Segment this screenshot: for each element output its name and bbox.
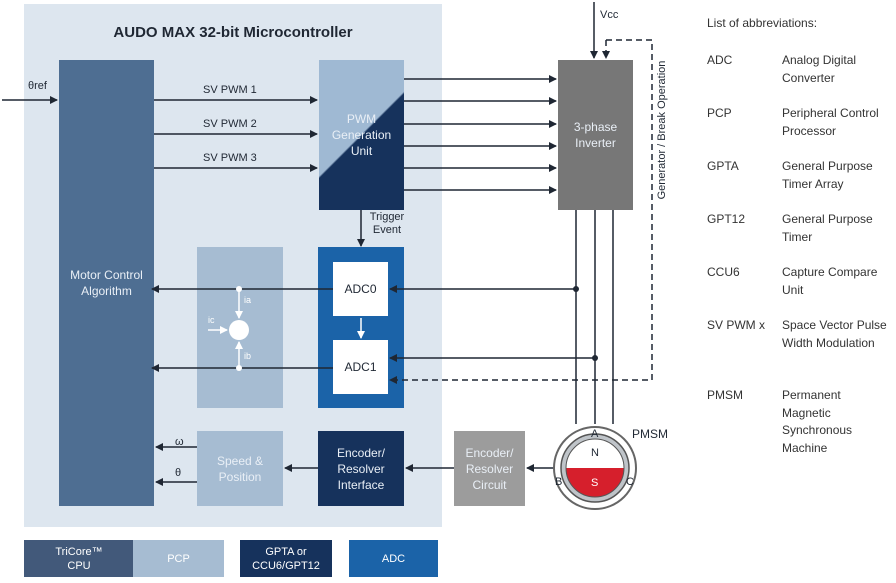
theta-label: θ xyxy=(175,467,182,479)
chip-tricore: TriCore™ CPU xyxy=(24,540,134,577)
generator-break-label: Generator / Break Operation xyxy=(656,60,668,200)
pole-n-label: N xyxy=(591,447,599,459)
encoder-interface-block: Encoder/ Resolver Interface xyxy=(318,431,404,506)
phase-a-label: A xyxy=(591,428,599,440)
ic-label: ic xyxy=(208,315,215,325)
speed-position-label: Speed & Position xyxy=(216,453,264,484)
pwm3-label: SV PWM 3 xyxy=(203,152,257,164)
mcu-title: AUDO MAX 32-bit Microcontroller xyxy=(113,24,353,41)
abbr-key: PCP xyxy=(707,106,732,120)
chip-adc: ADC xyxy=(349,540,438,577)
pole-s-label: S xyxy=(591,477,599,489)
clarke-dot-bottom xyxy=(236,365,242,371)
pwm2-label: SV PWM 2 xyxy=(203,118,257,130)
abbr-value: Capture Compare Unit xyxy=(782,265,878,297)
abbr-value: General Purpose Timer xyxy=(782,212,873,244)
abbr-value: General Purpose Timer Array xyxy=(782,159,873,191)
chip-adc-label: ADC xyxy=(381,552,406,565)
adc1-label: ADC1 xyxy=(344,360,377,374)
speed-position-block: Speed & Position xyxy=(197,431,283,506)
abbr-value: Permanent Magnetic Synchronous Machine xyxy=(782,388,853,455)
vcc-label: Vcc xyxy=(600,9,619,21)
ib-label: ib xyxy=(244,351,252,361)
abbr-key: GPT12 xyxy=(707,212,746,226)
phase-b-label: B xyxy=(555,476,563,488)
abbr-value: Analog Digital Converter xyxy=(782,53,857,85)
chip-tricore-label: TriCore™ CPU xyxy=(55,545,103,572)
pwm-unit-label: PWM Generation Unit xyxy=(331,112,392,158)
motor-control-algorithm-block: Motor Control Algorithm xyxy=(59,60,154,506)
pwm1-label: SV PWM 1 xyxy=(203,84,257,96)
rotor-south-half xyxy=(566,468,624,497)
pmsm-label: PMSM xyxy=(632,427,668,441)
adc1-block: ADC1 xyxy=(333,340,388,394)
motor-control-label: Motor Control Algorithm xyxy=(70,268,143,298)
abbr-key: CCU6 xyxy=(707,265,740,279)
chip-gpta-label: GPTA or CCU6/GPT12 xyxy=(252,545,320,572)
encoder-circuit-label: Encoder/ Resolver Circuit xyxy=(465,445,514,492)
abbr-key: SV PWM x xyxy=(707,318,766,332)
abbr-key: GPTA xyxy=(707,159,739,173)
summing-node-icon xyxy=(229,320,249,340)
chip-gpta: GPTA or CCU6/GPT12 xyxy=(240,540,332,577)
abbr-key: PMSM xyxy=(707,388,743,402)
phase-c-label: C xyxy=(626,476,634,488)
abbreviations-title: List of abbreviations: xyxy=(707,16,818,30)
theta-ref-label: θref xyxy=(28,80,47,92)
encoder-circuit-block: Encoder/ Resolver Circuit xyxy=(454,431,525,506)
chip-pcp-label: PCP xyxy=(167,552,190,565)
omega-label: ω xyxy=(175,436,184,448)
inverter-block: 3-phase Inverter xyxy=(558,60,633,210)
chip-pcp: PCP xyxy=(133,540,224,577)
abbr-value: Peripheral Control Processor xyxy=(782,106,879,138)
abbr-value: Space Vector Pulse Width Modulation xyxy=(782,318,887,350)
pmsm-motor-icon xyxy=(553,426,637,510)
feedback-dashed-line xyxy=(389,39,653,384)
pwm-generation-unit-block: PWM Generation Unit xyxy=(319,60,404,210)
junction-dot-a xyxy=(573,286,579,292)
abbr-key: ADC xyxy=(707,53,733,67)
junction-dot-b xyxy=(592,355,598,361)
adc0-label: ADC0 xyxy=(344,282,377,296)
ia-label: ia xyxy=(244,295,252,305)
inverter-label: 3-phase Inverter xyxy=(573,120,618,150)
clarke-dot-top xyxy=(236,286,242,292)
adc0-block: ADC0 xyxy=(333,262,388,316)
trigger-event-label: Trigger Event xyxy=(369,211,405,236)
encoder-interface-label: Encoder/ Resolver Interface xyxy=(336,445,386,492)
rotor-north-half xyxy=(566,439,624,468)
